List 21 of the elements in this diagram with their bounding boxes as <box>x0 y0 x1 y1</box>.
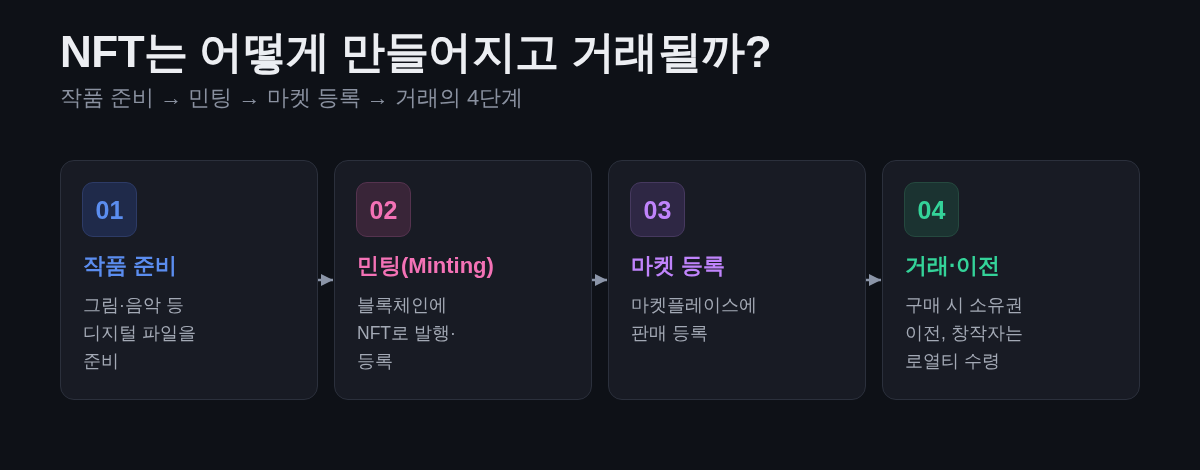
step-number-badge: 01 <box>82 182 137 237</box>
arrow <box>592 273 607 287</box>
step-number-badge: 04 <box>904 182 959 237</box>
step-card <box>60 160 318 400</box>
step-number-badge: 02 <box>356 182 411 237</box>
step-description: 그림·음악 등 디지털 파일을 준비 <box>83 294 197 373</box>
step-card <box>334 160 592 400</box>
step-heading: 마켓 등록 <box>631 252 726 280</box>
step-heading: 거래·이전 <box>905 252 1001 280</box>
arrow <box>318 273 333 287</box>
step-card <box>882 160 1140 400</box>
step-heading: 민팅(Minting) <box>357 252 494 280</box>
step-card <box>608 160 866 400</box>
step-heading: 작품 준비 <box>83 252 178 280</box>
step-description: 마켓플레이스에 판매 등록 <box>631 294 758 345</box>
step-description: 블록체인에 NFT로 발행· 등록 <box>357 294 457 373</box>
subtitle: 작품 준비 → 민팅 → 마켓 등록 → 거래의 4단계 <box>60 84 524 112</box>
step-description: 구매 시 소유권 이전, 창작자는 로열티 수령 <box>905 294 1024 373</box>
step-number-badge: 03 <box>630 182 685 237</box>
title: NFT는 어떻게 만들어지고 거래될까? <box>60 26 772 78</box>
arrow <box>866 273 881 287</box>
